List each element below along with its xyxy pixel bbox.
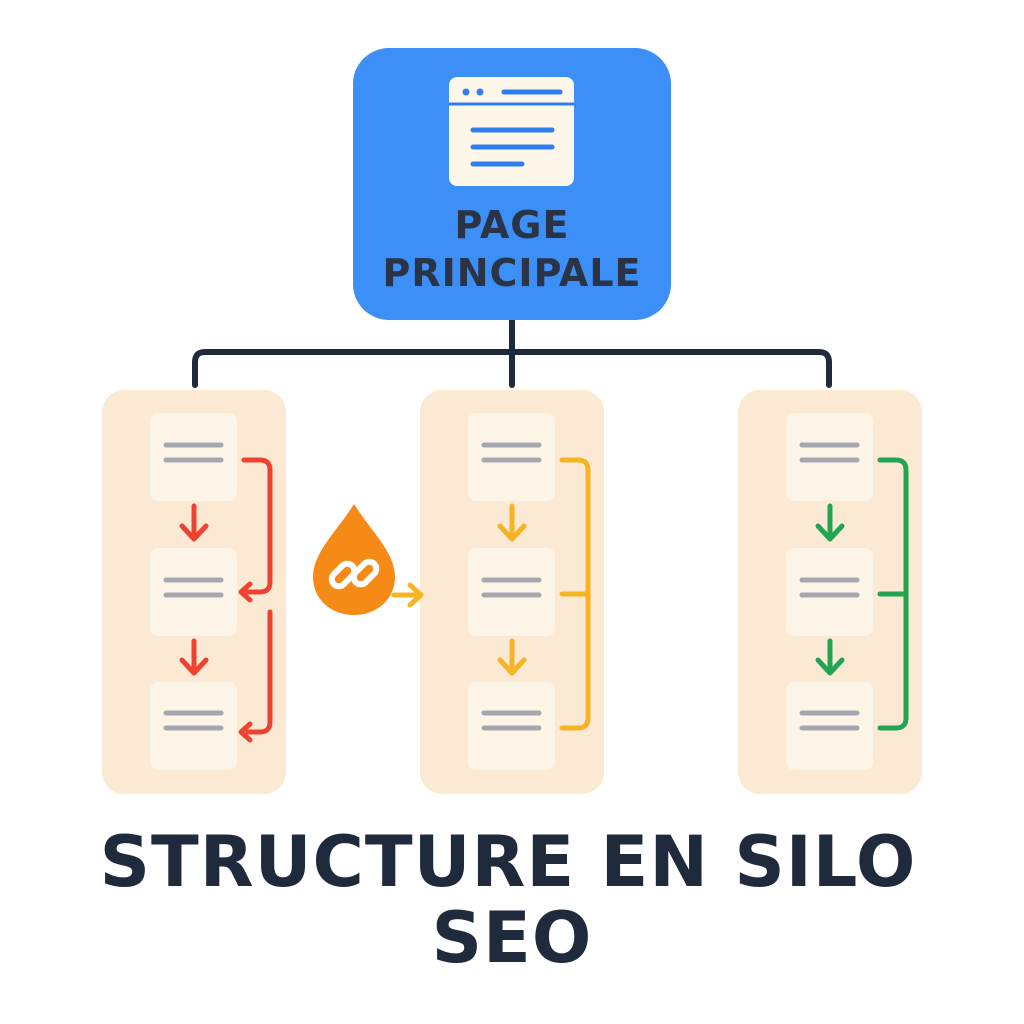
silo-3-page-1	[786, 413, 873, 501]
silo-3-down-arrows	[815, 503, 845, 676]
silo-2-bracket	[559, 457, 591, 731]
silo-2	[420, 390, 604, 794]
silo-1-down-arrows	[179, 503, 209, 676]
link-drop-icon	[313, 504, 424, 615]
silo-3-page-2	[786, 548, 873, 636]
silo-2-page-3	[468, 682, 555, 770]
title-line2: SEO	[432, 897, 593, 979]
tree-connectors	[192, 315, 832, 388]
link-juice-arrow	[391, 582, 424, 608]
silo-3	[738, 390, 922, 794]
main-page-label-line2: PRINCIPALE	[382, 251, 641, 295]
silo-2-down-arrows	[497, 503, 527, 676]
silo-1-page-3	[150, 682, 237, 770]
silo-1-page-1	[150, 413, 237, 501]
main-page-label-line1: PAGE	[455, 203, 570, 247]
silo-1	[102, 390, 286, 794]
silo-1-internal-links	[238, 457, 273, 743]
silo-3-bracket	[877, 457, 909, 731]
title-line1: STRUCTURE EN SILO	[100, 821, 917, 903]
silo-3-page-3	[786, 682, 873, 770]
browser-window-icon	[449, 77, 574, 186]
silo-2-page-1	[468, 413, 555, 501]
main-page-node: PAGE PRINCIPALE	[353, 48, 671, 320]
silo-2-page-2	[468, 548, 555, 636]
silo-1-page-2	[150, 548, 237, 636]
